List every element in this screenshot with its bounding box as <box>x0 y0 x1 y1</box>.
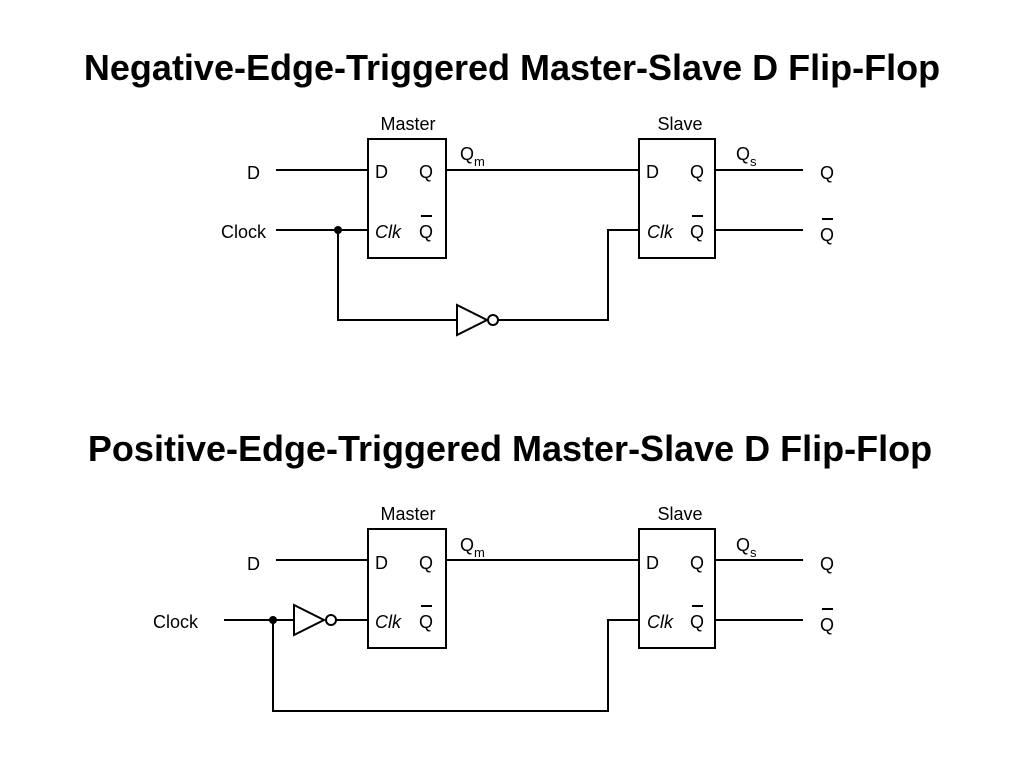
input-d-label: D <box>247 163 260 183</box>
slave-label: Slave <box>657 504 702 524</box>
positive-edge-diagram: Positive-Edge-Triggered Master-Slave D F… <box>88 428 932 712</box>
negative-edge-title: Negative-Edge-Triggered Master-Slave D F… <box>84 47 940 88</box>
qm-subscript: m <box>474 545 485 560</box>
positive-edge-title: Positive-Edge-Triggered Master-Slave D F… <box>88 428 932 469</box>
slave-pin-d: D <box>646 162 659 182</box>
clock-feedback-wire <box>272 619 639 712</box>
master-label: Master <box>380 504 435 524</box>
master-pin-d: D <box>375 553 388 573</box>
slave-pin-d: D <box>646 553 659 573</box>
output-q-label: Q <box>820 554 834 574</box>
qm-label: Q <box>460 535 474 555</box>
inverter-icon <box>456 303 499 337</box>
input-clock-label: Clock <box>221 222 267 242</box>
negative-edge-diagram: Negative-Edge-Triggered Master-Slave D F… <box>84 47 940 337</box>
slave-label: Slave <box>657 114 702 134</box>
output-qbar-label: Q <box>820 225 834 245</box>
master-pin-qbar: Q <box>419 222 433 242</box>
input-d-label: D <box>247 554 260 574</box>
input-clock-label: Clock <box>153 612 199 632</box>
master-pin-clk: Clk <box>375 612 402 632</box>
qs-label: Q <box>736 144 750 164</box>
slave-pin-clk: Clk <box>647 222 674 242</box>
slave-pin-q: Q <box>690 553 704 573</box>
master-pin-d: D <box>375 162 388 182</box>
output-qbar-label: Q <box>820 615 834 635</box>
slave-latch: D Q Clk Q <box>638 528 716 649</box>
inverter-icon <box>293 603 337 637</box>
qs-label: Q <box>736 535 750 555</box>
master-pin-clk: Clk <box>375 222 402 242</box>
master-latch: D Q Clk Q <box>367 528 447 649</box>
qs-subscript: s <box>750 154 757 169</box>
slave-pin-q: Q <box>690 162 704 182</box>
slave-latch: D Q Clk Q <box>638 138 716 259</box>
qm-label: Q <box>460 144 474 164</box>
qm-subscript: m <box>474 154 485 169</box>
slave-pin-qbar: Q <box>690 612 704 632</box>
qs-subscript: s <box>750 545 757 560</box>
master-pin-q: Q <box>419 553 433 573</box>
inverted-clock-wire <box>498 229 639 321</box>
master-pin-q: Q <box>419 162 433 182</box>
output-q-label: Q <box>820 163 834 183</box>
master-label: Master <box>380 114 435 134</box>
slave-pin-qbar: Q <box>690 222 704 242</box>
clock-feedback-wire <box>337 230 457 321</box>
slave-pin-clk: Clk <box>647 612 674 632</box>
master-pin-qbar: Q <box>419 612 433 632</box>
master-latch: D Q Clk Q <box>367 138 447 259</box>
